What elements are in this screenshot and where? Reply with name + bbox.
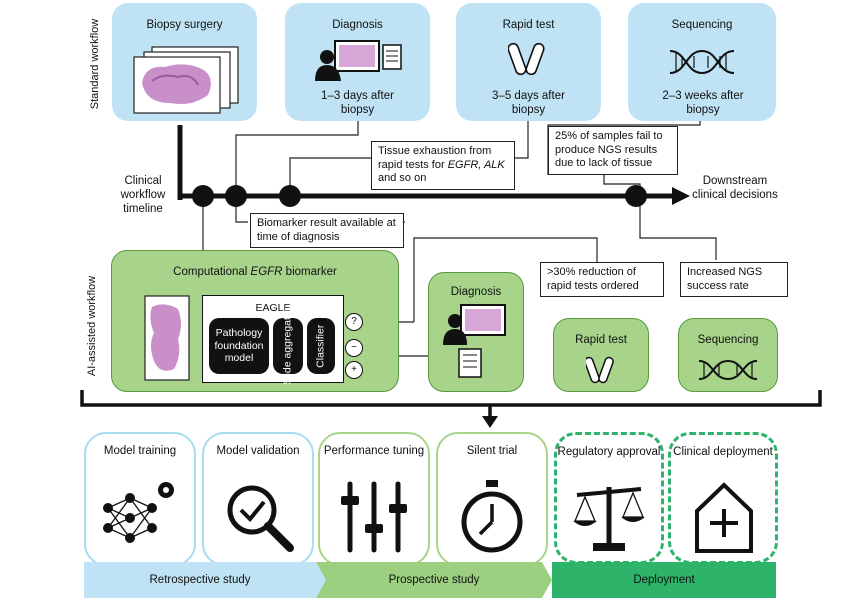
diagnosis-ai-box: Diagnosis xyxy=(428,272,524,392)
sequencing-ai-title: Sequencing xyxy=(697,334,759,346)
rapid-test-standard-box: Rapid test 3–5 days after biopsy xyxy=(456,3,601,121)
diagnosis-standard-title: Diagnosis xyxy=(332,19,383,31)
stage-model-training: Model training xyxy=(84,432,196,566)
negative-result-sign: − xyxy=(345,339,363,357)
stage-title: Model validation xyxy=(216,445,300,457)
sequencing-standard-time: 2–3 weeks after biopsy xyxy=(662,90,744,116)
foundation-model-box: Pathology foundation model xyxy=(209,318,269,374)
pathologist-diagnosis-icon xyxy=(315,40,402,81)
ai-diagnosis-icon xyxy=(443,304,506,378)
stage-performance-tuning: Performance tuning xyxy=(318,432,430,566)
biopsy-surgery-box: Biopsy surgery xyxy=(112,3,257,121)
ai-test-tube-icon xyxy=(586,356,614,384)
tissue-exhaustion-note: Tissue exhaustion from rapid tests for E… xyxy=(371,141,515,190)
uncertain-result-sign: ? xyxy=(345,313,363,331)
stage-title: Regulatory approval xyxy=(557,446,661,458)
eagle-title: EAGLE xyxy=(255,302,291,314)
scales-icon xyxy=(573,487,645,551)
stage-regulatory-approval: Regulatory approval xyxy=(554,432,664,564)
timeline-label: Clinical workflow timeline xyxy=(120,175,166,215)
stage-title: Silent trial xyxy=(466,445,518,457)
stopwatch-icon xyxy=(461,480,523,553)
eagle-panel: EAGLE Pathology foundation model Slide a… xyxy=(202,295,344,385)
biomarker-result-note: Biomarker result available at time of di… xyxy=(250,213,404,248)
stage-title: Clinical deployment xyxy=(673,446,773,458)
rapid-test-ai-box: Rapid test xyxy=(553,318,649,392)
ai-dna-icon xyxy=(698,359,758,381)
diagnosis-standard-box: Diagnosis 1–3 days after biopsy xyxy=(285,3,430,121)
sequencing-standard-title: Sequencing xyxy=(671,19,733,31)
rapid-test-standard-title: Rapid test xyxy=(502,19,555,31)
ngs-failure-note: 25% of samples fail to produce NGS resul… xyxy=(548,126,678,175)
stage-title: Performance tuning xyxy=(323,445,425,457)
stage-clinical-deployment: Clinical deployment xyxy=(668,432,778,564)
test-tube-icon xyxy=(508,42,545,76)
phase-prospective: Prospective study xyxy=(388,574,480,586)
stage-model-validation: Model validation xyxy=(202,432,314,566)
rapid-test-standard-time: 3–5 days after biopsy xyxy=(492,90,565,116)
phase-arrows xyxy=(84,562,776,598)
standard-workflow-label: Standard workflow xyxy=(89,18,101,110)
sequencing-standard-box: Sequencing 2–3 weeks after biopsy xyxy=(628,3,776,121)
classifier-box: Classifier xyxy=(307,318,335,374)
magnifier-check-icon xyxy=(227,485,294,552)
diagnosis-standard-time: 1–3 days after biopsy xyxy=(321,90,394,116)
ngs-success-note: Increased NGS success rate xyxy=(680,262,788,297)
diagnosis-ai-title: Diagnosis xyxy=(450,286,502,298)
slide-aggregator-box: Slide aggregator xyxy=(273,307,303,385)
rapid-reduction-note: >30% reduction of rapid tests ordered xyxy=(540,262,664,297)
sequencing-ai-box: Sequencing xyxy=(678,318,778,392)
ai-workflow-label: AI-assisted workflow xyxy=(86,275,98,377)
neural-network-icon xyxy=(103,482,174,543)
downstream-decisions-label: Downstream clinical decisions xyxy=(692,175,778,201)
stage-silent-trial: Silent trial xyxy=(436,432,548,566)
computational-biomarker-title: Computational EGFR biomarker xyxy=(173,266,337,278)
phase-retrospective: Retrospective study xyxy=(149,574,251,586)
phase-deployment: Deployment xyxy=(633,574,695,586)
sliders-icon xyxy=(341,481,407,553)
rapid-test-ai-title: Rapid test xyxy=(575,334,627,346)
stage-title: Model training xyxy=(103,445,177,457)
dna-icon xyxy=(669,49,735,75)
hospital-icon xyxy=(695,482,753,553)
wsi-slide-icon xyxy=(144,295,190,381)
positive-result-sign: + xyxy=(345,361,363,379)
biopsy-surgery-title: Biopsy surgery xyxy=(146,19,223,31)
biopsy-slides-icon xyxy=(133,46,239,114)
computational-biomarker-box: Computational EGFR biomarker EAGLE Patho… xyxy=(111,250,399,392)
